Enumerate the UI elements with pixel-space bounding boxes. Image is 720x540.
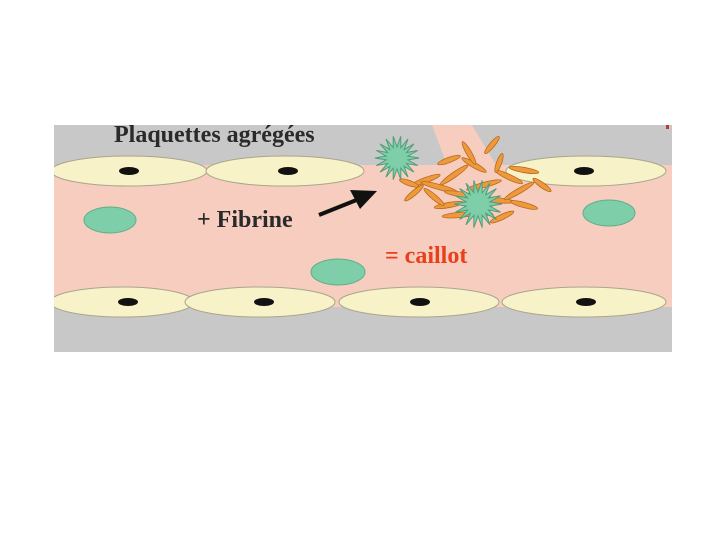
aggregated-platelet	[453, 180, 503, 228]
label-platelets: Plaquettes agrégées	[114, 122, 315, 148]
circulating-platelets	[83, 199, 636, 286]
platelet	[83, 206, 137, 234]
arrow-shaft	[318, 197, 360, 217]
platelet	[310, 258, 366, 286]
fibrin-strand	[399, 178, 419, 188]
fibrin-strand	[423, 188, 445, 206]
fibrin-strand	[532, 177, 552, 193]
fibrin-strand	[437, 154, 461, 166]
aggregated-platelet	[374, 136, 420, 180]
arrow	[318, 190, 377, 217]
cell-nucleus	[410, 298, 430, 306]
cell-nucleus	[118, 298, 138, 306]
fibrin-strand	[404, 184, 424, 202]
platelet	[582, 199, 636, 227]
cell-nucleus	[574, 167, 594, 175]
cell-nucleus	[576, 298, 596, 306]
fibrin-strand	[461, 141, 477, 165]
arrow-head	[350, 190, 377, 209]
fibrin-strand	[510, 200, 538, 210]
endothelial-cells-bottom	[54, 286, 667, 318]
edge-mark	[666, 125, 669, 129]
fibrin-strand	[508, 165, 540, 175]
endothelial-cells-top	[54, 155, 667, 187]
aggregated-platelets	[374, 136, 503, 228]
fibrin-strand	[503, 181, 535, 201]
fibrin-strand	[439, 164, 469, 186]
fibrin-strand	[489, 210, 515, 224]
cell-nucleus	[119, 167, 139, 175]
fibrin-strand	[494, 153, 504, 173]
label-fibrin: + Fibrine	[197, 207, 293, 233]
vessel-illustration	[54, 125, 672, 352]
label-clot: = caillot	[385, 243, 468, 269]
vessel-lumen	[54, 165, 672, 307]
blood-clot-diagram: Plaquettes agrégées + Fibrine = caillot	[54, 122, 672, 352]
cell-nucleus	[254, 298, 274, 306]
fibrin-strand	[484, 136, 500, 154]
cell-nucleus	[278, 167, 298, 175]
